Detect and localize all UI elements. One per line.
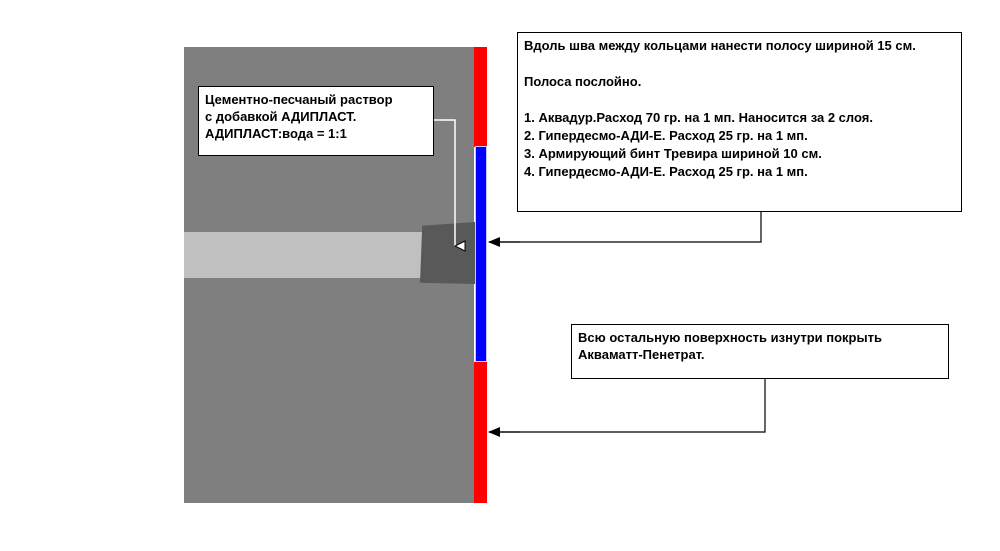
seam-leader	[488, 212, 762, 247]
mortar-callout: Цементно-песчаный раствор с добавкой АДИ…	[198, 86, 434, 156]
seam-callout: Вдоль шва между кольцами нанести полосу …	[517, 32, 962, 212]
surface-leader	[488, 379, 766, 437]
coating-layer-upper	[474, 47, 487, 147]
coating-layer-lower	[474, 362, 487, 503]
mortar-plug	[420, 222, 475, 284]
seam-strip-layer	[475, 146, 487, 362]
pipe-section	[184, 232, 424, 278]
surface-callout: Всю остальную поверхность изнутри покрыт…	[571, 324, 949, 379]
